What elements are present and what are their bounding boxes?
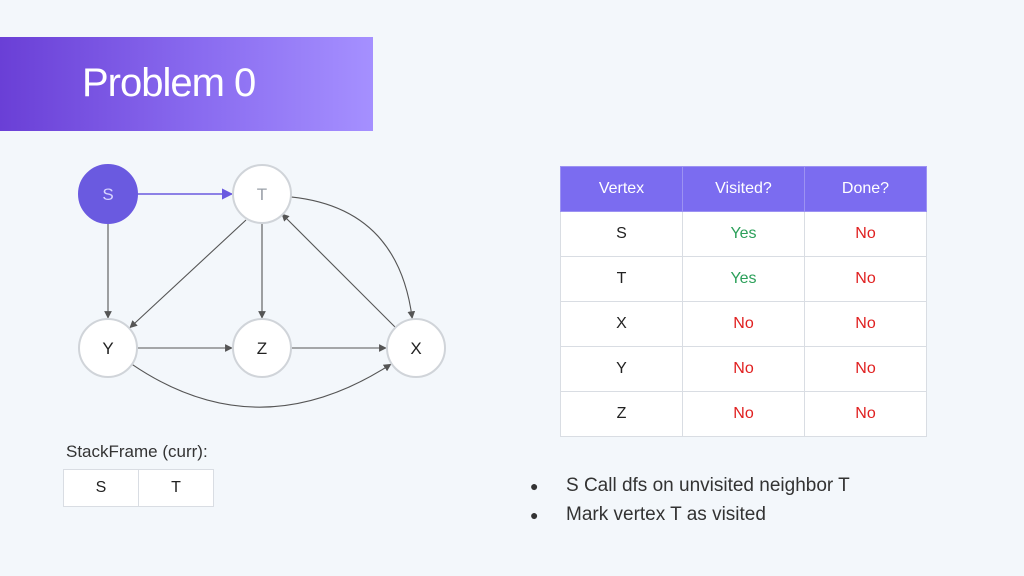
visited-cell: No [682,391,805,437]
notes-list: ● S Call dfs on unvisited neighbor T ● M… [530,472,850,530]
vertex-state-table: Vertex Visited? Done? S Yes No T Yes No … [560,166,927,437]
vertex-cell: X [560,301,683,347]
visited-cell: No [682,346,805,392]
stack-cell: S [95,479,107,496]
visited-cell: No [682,301,805,347]
node-label: S [102,185,113,204]
done-cell: No [804,211,927,257]
edge-t-to-y [129,219,247,329]
table-row: X No No [560,301,927,347]
header-visited: Visited? [682,166,805,212]
note-text: Mark vertex T as visited [566,504,766,525]
note-text: S Call dfs on unvisited neighbor T [566,475,850,496]
vertex-cell: S [560,211,683,257]
graph-node-x: X [386,318,446,378]
visited-cell: Yes [682,256,805,302]
graph-node-t: T [232,164,292,224]
vertex-cell: Z [560,391,683,437]
dfs-graph-diagram: S T Y Z X [78,164,446,408]
title-banner: Problem 0 [0,37,373,131]
header-vertex: Vertex [560,166,683,212]
node-circle [232,318,292,378]
graph-node-s: S [78,164,138,224]
node-label: Z [257,339,267,358]
stack-cell: T [138,470,213,506]
bullet-icon: ● [530,507,539,523]
node-circle [78,164,138,224]
done-cell: No [804,346,927,392]
node-label: X [410,339,421,358]
table-row: Y No No [560,346,927,392]
list-item: ● Mark vertex T as visited [530,501,850,530]
table-row: T Yes No [560,256,927,302]
graph-node-z: Z [232,318,292,378]
done-cell: No [804,391,927,437]
node-circle [232,164,292,224]
visited-cell: Yes [682,211,805,257]
table-row: S Yes No [560,211,927,257]
edge-x-to-t [281,213,397,329]
vertex-cell: Y [560,346,683,392]
list-item: ● S Call dfs on unvisited neighbor T [530,472,850,501]
table-row: Z No No [560,391,927,437]
edge-y-to-x [131,363,392,408]
header-done: Done? [804,166,927,212]
node-label: T [257,185,267,204]
vertex-cell: T [560,256,683,302]
edge-t-to-x [290,196,416,320]
stack-frame-label: StackFrame (curr): [66,442,208,461]
node-circle [78,318,138,378]
slide-title: Problem 0 [82,61,256,105]
stack-frame: S T [63,469,214,507]
done-cell: No [804,301,927,347]
graph-node-y: Y [78,318,138,378]
node-label: Y [102,339,113,358]
table-header-row: Vertex Visited? Done? [560,166,927,212]
bullet-icon: ● [530,478,539,494]
node-circle [386,318,446,378]
done-cell: No [804,256,927,302]
